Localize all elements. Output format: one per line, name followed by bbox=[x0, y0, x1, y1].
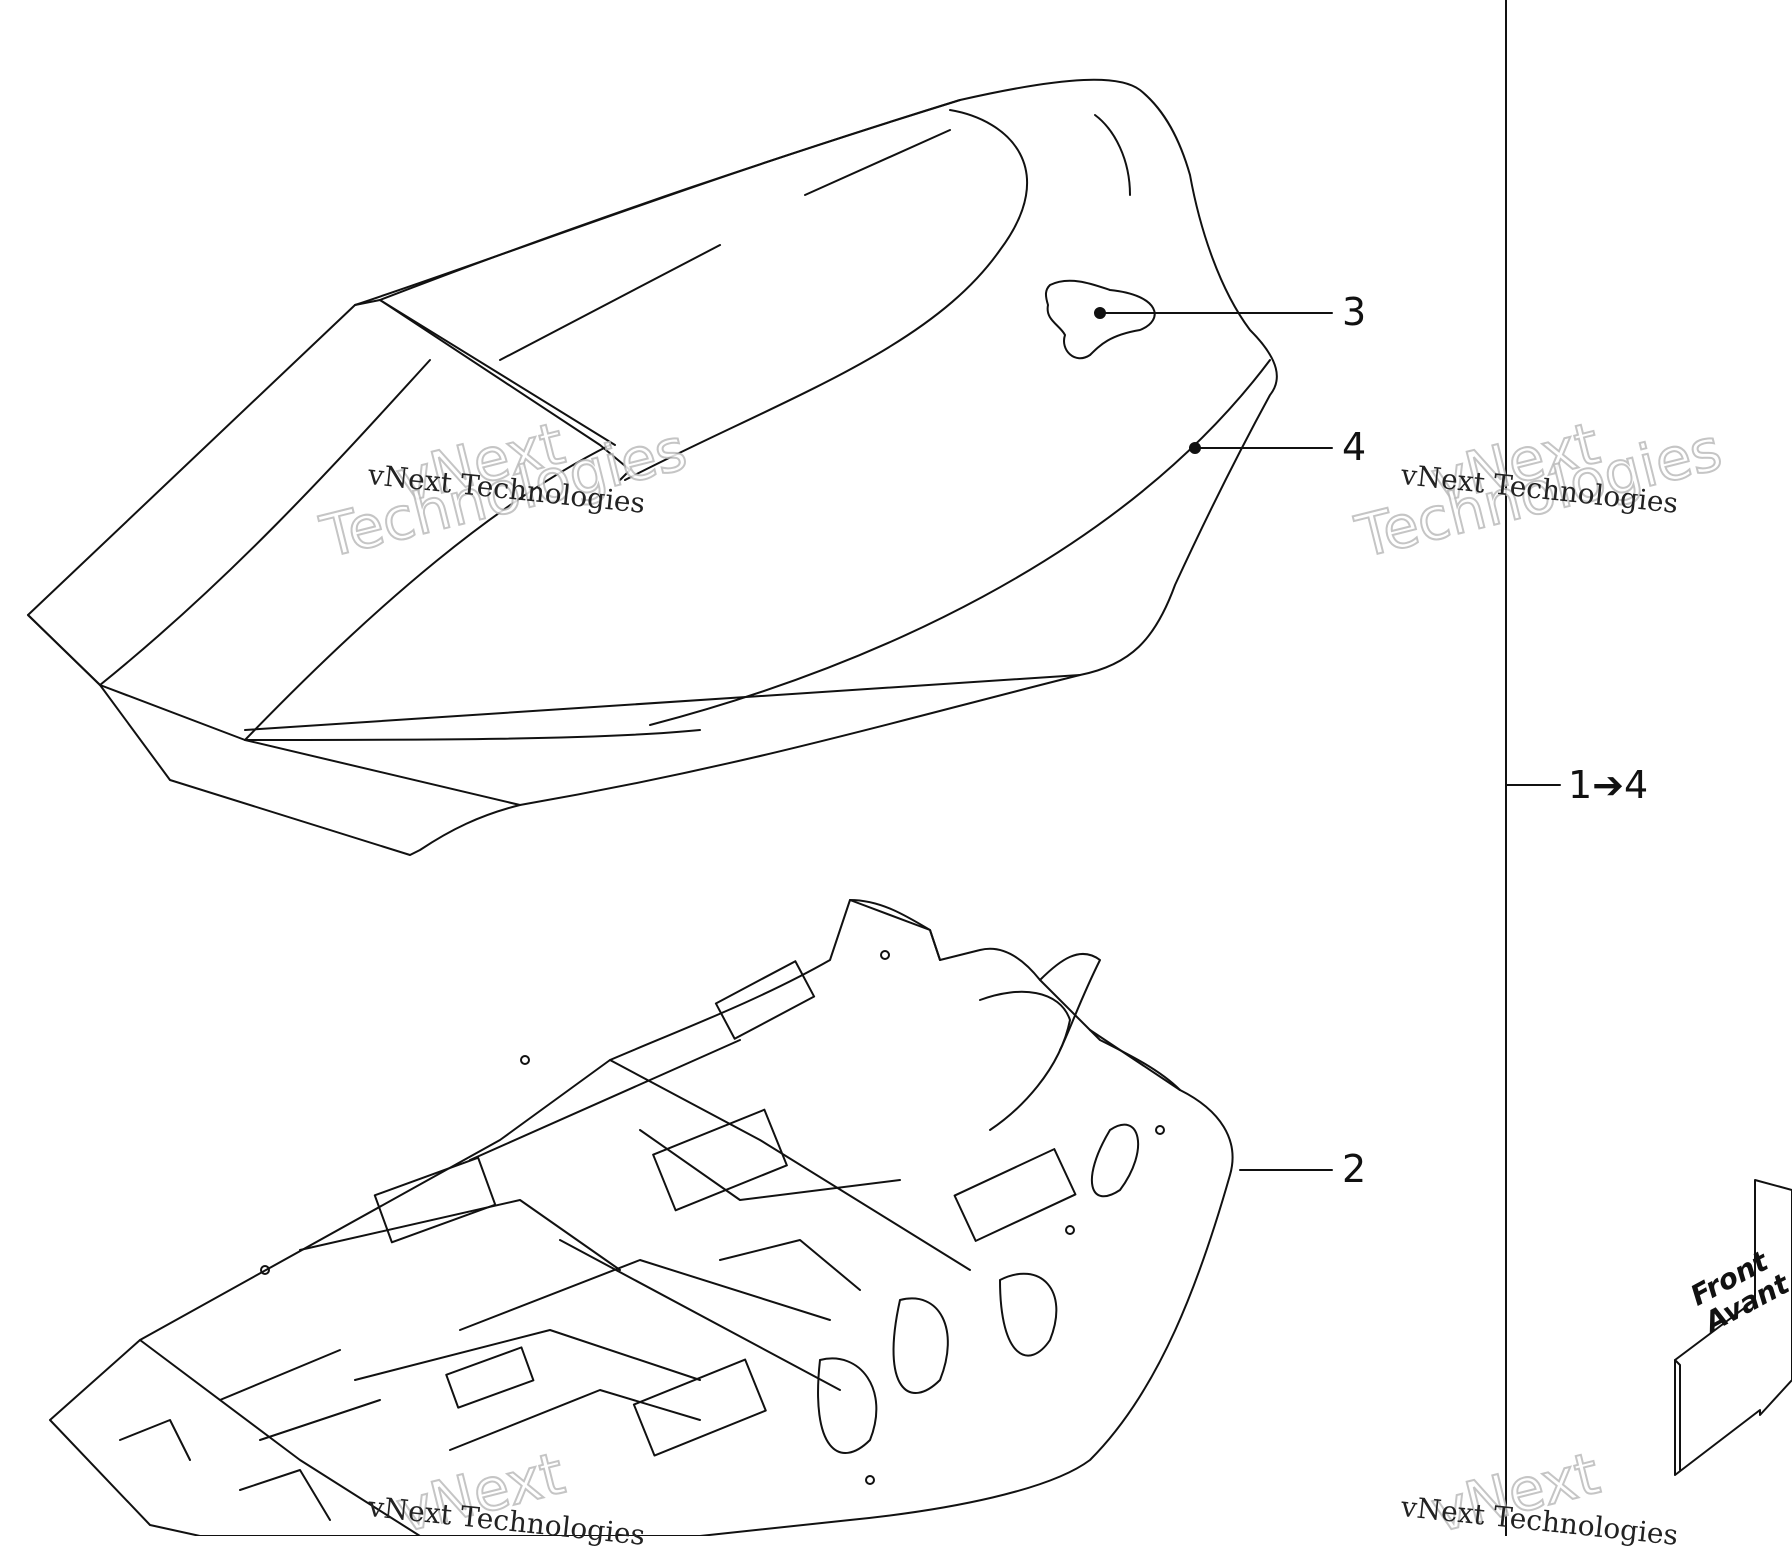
callout-part-2: 2 bbox=[1342, 1147, 1367, 1191]
callout-part-4: 4 bbox=[1342, 425, 1367, 469]
leader-lines bbox=[1094, 0, 1561, 1536]
callout-part-3: 3 bbox=[1342, 290, 1367, 334]
front-direction-arrow bbox=[1674, 1179, 1792, 1476]
callout-assembly: 1➔4 bbox=[1568, 763, 1649, 807]
seat-base-drawing bbox=[49, 899, 1234, 1536]
seat-cover-drawing bbox=[27, 78, 1278, 856]
